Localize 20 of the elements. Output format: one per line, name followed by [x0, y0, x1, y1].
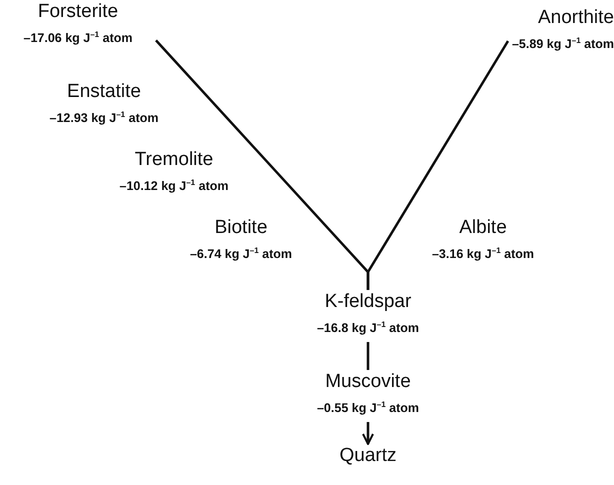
mineral-name: Anorthite: [538, 6, 614, 30]
energy-value: –12.93 kg J$^{–1}$ atom: [50, 109, 158, 127]
mineral-name: Muscovite: [325, 370, 411, 394]
mineral-name: Enstatite: [67, 80, 141, 104]
connector-line: [366, 342, 370, 370]
mineral-name: Albite: [459, 216, 507, 240]
energy-value: –6.74 kg J$^{–1}$ atom: [190, 245, 292, 263]
mineral-name: Tremolite: [134, 148, 214, 172]
mineral-name: K-feldspar: [324, 290, 412, 314]
energy-value: –16.8 kg J$^{–1}$ atom: [316, 319, 419, 337]
energy-value: –3.16 kg J$^{–1}$ atom: [432, 245, 534, 263]
arrow: [362, 422, 374, 445]
mineral-name: Forsterite: [38, 0, 118, 24]
energy-value: –10.12 kg J$^{–1}$ atom: [120, 177, 228, 195]
connector-line: [366, 40, 510, 290]
energy-value: –0.55 kg J$^{–1}$ atom: [316, 399, 419, 417]
energy-value: –5.89 kg J$^{–1}$ atom: [512, 35, 614, 53]
mineral-name: Biotite: [214, 216, 268, 240]
energy-value: –17.06 kg J$^{–1}$ atom: [24, 29, 132, 47]
mineral-name: Quartz: [339, 444, 397, 468]
